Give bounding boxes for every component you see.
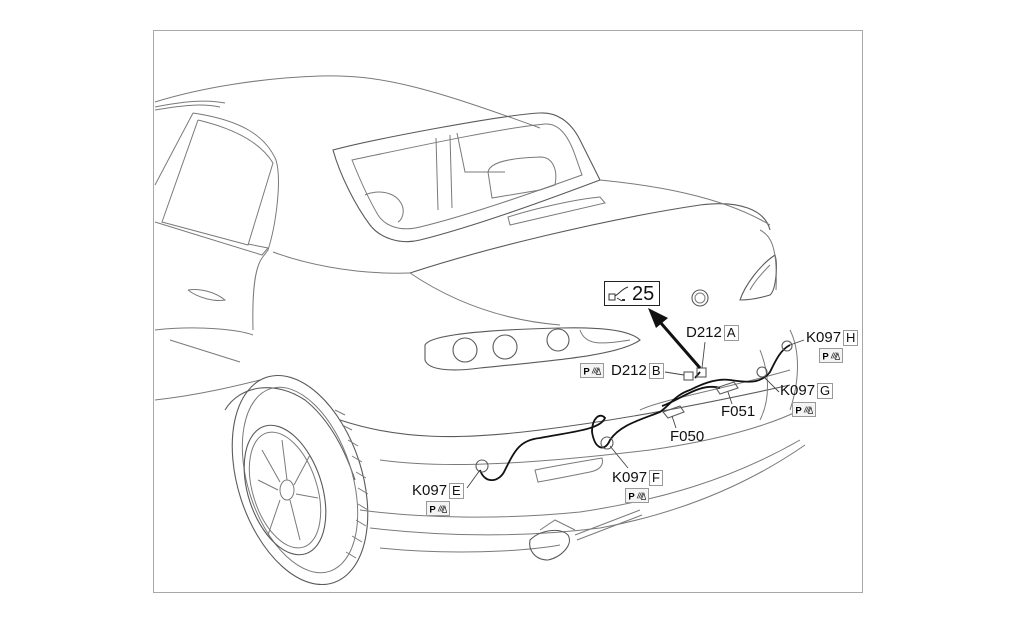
lamp-f051 [715, 381, 739, 395]
svg-text:P: P [583, 366, 590, 377]
lamp-f050 [662, 405, 685, 419]
sensor-k097g [756, 366, 768, 378]
reference-number: 25 [632, 282, 655, 305]
connector-d212b [683, 371, 694, 381]
rear-window-inner [351, 123, 583, 230]
left-taillight [424, 327, 641, 371]
svg-text:P: P [628, 491, 635, 502]
parking-sensor-icon: P [792, 402, 816, 417]
parking-sensor-icon: P [819, 348, 843, 363]
svg-text:P: P [429, 504, 436, 515]
rear-bumper [339, 384, 791, 438]
rear-tire [231, 374, 369, 586]
label-f050: F050 [670, 428, 705, 445]
sensor-k097e [475, 459, 489, 473]
parking-sensor-icon: P [426, 501, 450, 516]
trunk-lid [409, 203, 771, 274]
rear-rim [243, 424, 327, 556]
connector-d212a [696, 367, 707, 378]
diagram-frame [153, 30, 863, 593]
sensor-k097f [600, 436, 614, 450]
svg-text:P: P [795, 405, 802, 416]
wheel-arch [224, 387, 356, 481]
sensor-k097h [781, 340, 793, 352]
rear-door-window [154, 112, 274, 246]
rear-emblem [691, 289, 709, 307]
door-handle [187, 289, 227, 301]
rear-window-outer [332, 112, 601, 243]
parking-sensor-icon: P [625, 488, 649, 503]
label-f051: F051 [721, 403, 756, 420]
parking-sensor-icon: P [580, 363, 604, 378]
exhaust-tip [529, 529, 570, 561]
roof-line [154, 75, 541, 129]
reference-box[interactable]: 25 [604, 281, 660, 306]
connector-wiring-icon [608, 286, 629, 302]
svg-text:P: P [822, 351, 829, 362]
sensor-wiring-harness [479, 344, 791, 482]
reference-arrow-head [648, 308, 668, 328]
